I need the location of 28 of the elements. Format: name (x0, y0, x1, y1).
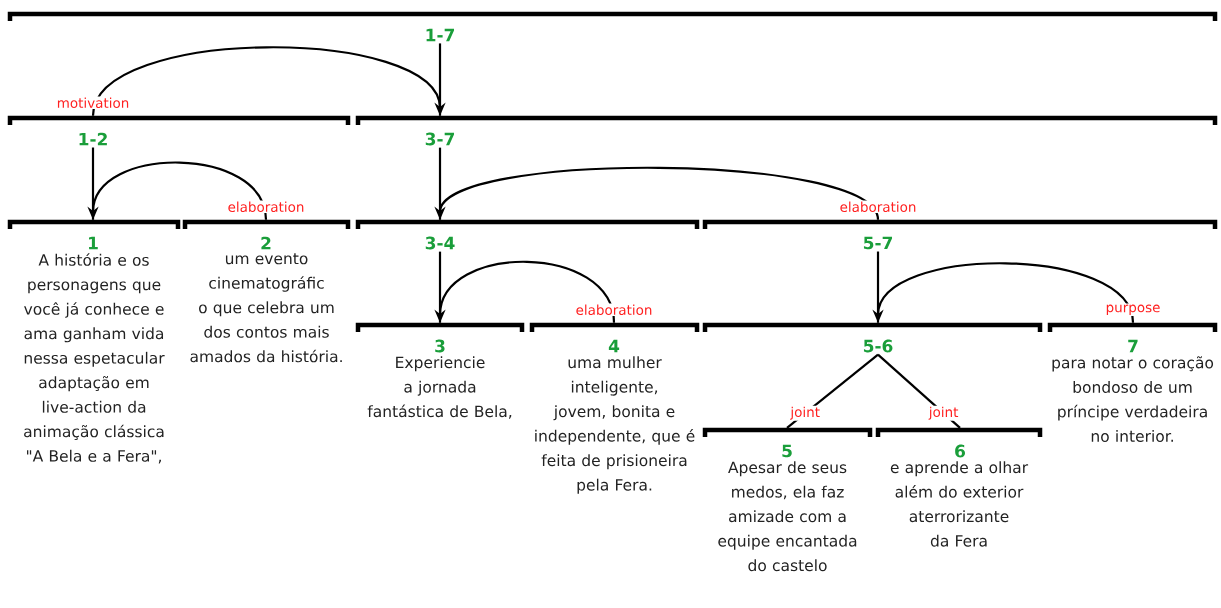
span-label: 2 (261, 236, 271, 250)
span-label: 3-7 (425, 132, 454, 146)
segment-text: um evento cinematográfic o que celebra um dos contos mais amados da história. (190, 253, 342, 363)
span-label: 1-7 (426, 28, 454, 42)
segment-text: para notar o coração bondoso de um príncipe verdadeira no interior. (1052, 356, 1214, 442)
span-label: 1-2 (79, 132, 107, 146)
span-label: 7 (1128, 339, 1138, 353)
segment-text: Experiencie a jornada fantástica de Bela, (367, 356, 512, 419)
span-label: 5-7 (863, 236, 892, 250)
relation-arrow (91, 46, 446, 117)
span-label: 3 (435, 339, 445, 353)
span-label: 1 (89, 236, 98, 250)
segment-text: e aprende a olhar além do exterior aterrorizante da Fera (890, 461, 1029, 547)
relation-label: purpose (1104, 303, 1162, 316)
span-label: 3-4 (425, 236, 455, 250)
segment-text: Apesar de seus medos, ela faz amizade com a equipe encantada do castelo (718, 461, 857, 572)
segment-text: uma mulher inteligente, jovem, bonita e independente, que é feita de prisioneira pela Fera. (535, 356, 695, 494)
relation-label: elaboration (226, 200, 306, 214)
span-label: 4 (608, 339, 620, 353)
span-label: 5-6 (863, 339, 893, 353)
span-label: 5 (782, 444, 792, 458)
segment-text: A história e os personagens que você já conhece e ama ganham vida nessa espetacular adaptação em live-action da animação clássica "A Bela e a Fera", (24, 253, 165, 464)
relation-label: elaboration (574, 303, 654, 317)
span-label: 6 (955, 444, 965, 458)
relation-label: joint (927, 405, 960, 421)
relation-label: elaboration (838, 200, 918, 214)
relation-label: joint (789, 405, 821, 421)
relation-label: motivation (55, 96, 131, 109)
